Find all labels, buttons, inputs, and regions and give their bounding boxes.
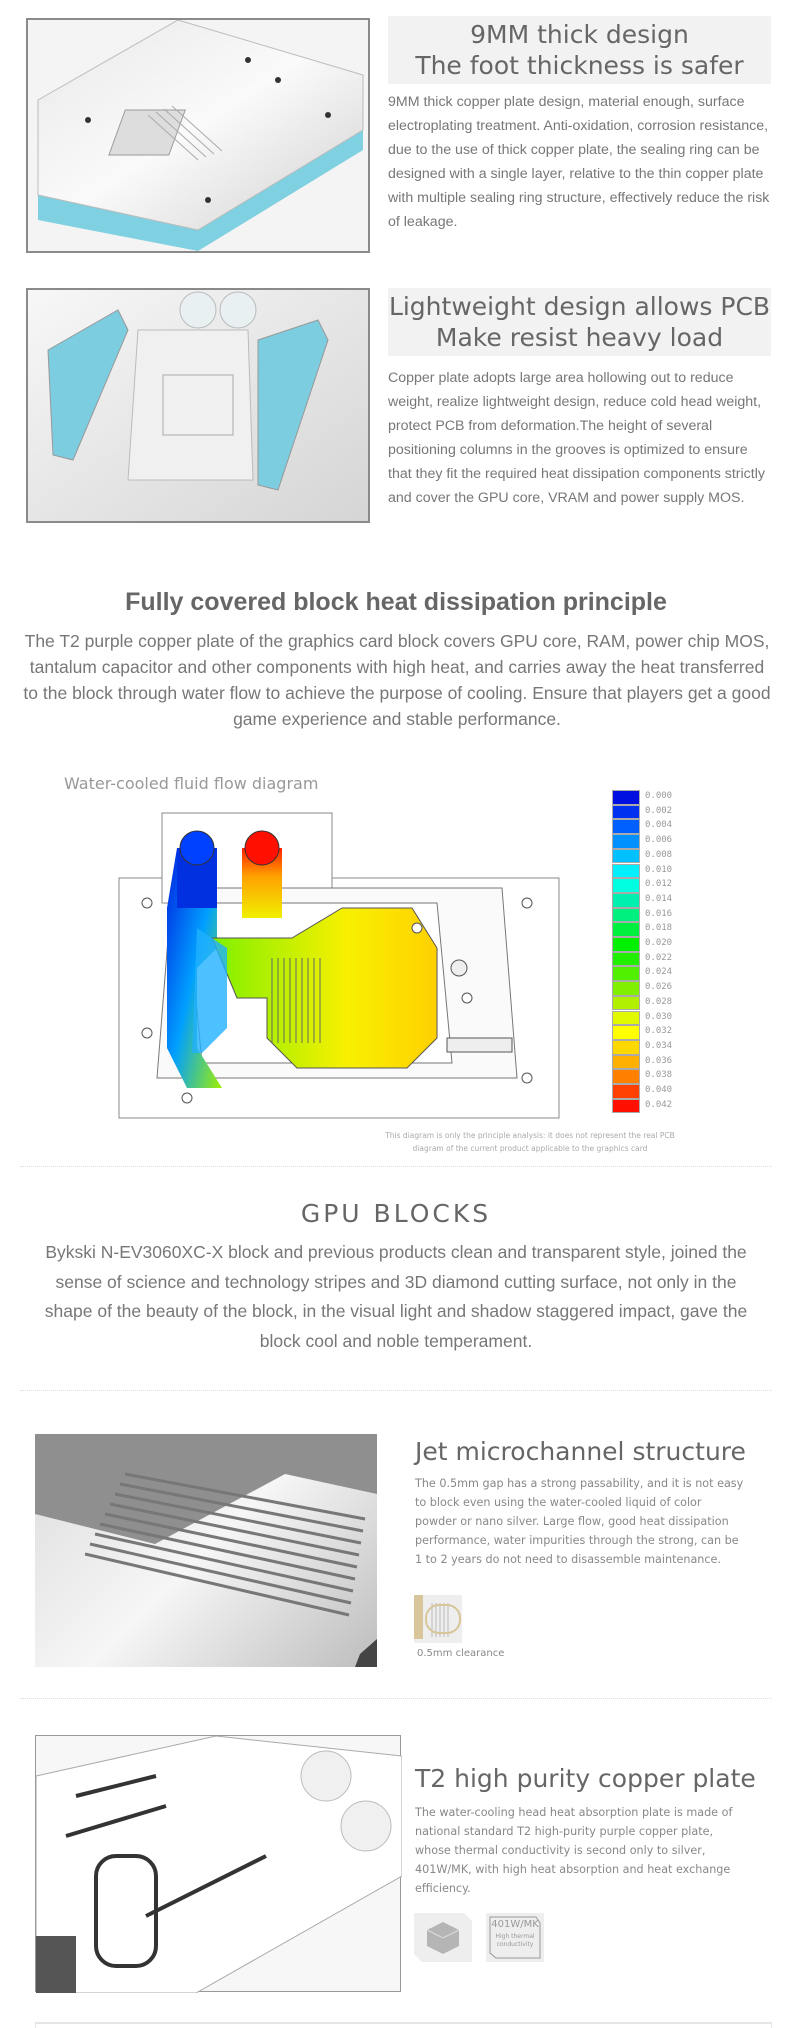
caption-line: This diagram is only the principle analy… xyxy=(385,1131,675,1140)
legend-swatch xyxy=(612,966,640,982)
legend-label: 0.000 xyxy=(645,791,673,801)
legend-swatch xyxy=(612,922,640,937)
legend-label: 0.026 xyxy=(645,982,673,993)
legend-swatch xyxy=(612,995,640,1011)
caption-line: diagram of the current product applicabl… xyxy=(412,1144,648,1153)
clearance-icon xyxy=(414,1595,462,1643)
jet-title: Jet microchannel structure xyxy=(415,1437,746,1466)
title-line: Make resist heavy load xyxy=(435,323,724,352)
legend-label: 0.018 xyxy=(645,923,673,934)
title-line: 9MM thick design xyxy=(470,20,689,49)
legend-swatch xyxy=(612,804,640,820)
legend-label: 0.034 xyxy=(645,1040,673,1051)
lightweight-plate-photo xyxy=(26,288,370,523)
t2-title: T2 high purity copper plate xyxy=(415,1764,756,1793)
legend-swatch xyxy=(612,981,640,996)
legend-label: 0.040 xyxy=(645,1085,673,1095)
legend-swatch xyxy=(612,1084,640,1099)
cube-icon xyxy=(414,1913,472,1962)
legend-label: 0.036 xyxy=(645,1055,673,1066)
legend-label: 0.012 xyxy=(645,879,673,890)
legend-swatch xyxy=(612,951,640,967)
legend-label: 0.010 xyxy=(645,864,673,875)
legend-swatch xyxy=(612,1054,640,1070)
legend-swatch xyxy=(612,1069,640,1084)
lightweight-design-body: Copper plate adopts large area hollowing… xyxy=(388,370,765,506)
divider xyxy=(20,1390,772,1391)
fluid-flow-diagram xyxy=(117,808,567,1124)
legend-swatch xyxy=(612,1039,640,1055)
legend-swatch xyxy=(612,1098,640,1114)
legend-swatch xyxy=(612,834,640,849)
legend-label: 0.038 xyxy=(645,1070,673,1081)
divider xyxy=(20,1166,772,1167)
jet-body: The 0.5mm gap has a strong passability, … xyxy=(415,1477,744,1566)
divider xyxy=(20,1698,772,1699)
diagram-caption: This diagram is only the principle analy… xyxy=(340,1129,720,1155)
lightweight-design-title: Lightweight design allows PCB Make resis… xyxy=(388,288,771,356)
legend-swatch xyxy=(612,878,640,893)
legend-label: 0.042 xyxy=(645,1099,673,1110)
legend-swatch xyxy=(612,819,640,835)
legend-label: 0.006 xyxy=(645,835,673,846)
gpu-blocks-body: Bykski N-EV3060XC-X block and previous p… xyxy=(44,1242,748,1351)
copper-plate-photo xyxy=(35,1735,403,1994)
legend-label: 0.024 xyxy=(645,967,673,978)
badge-line: High thermal xyxy=(495,1933,535,1940)
diagram-label: Water-cooled fluid flow diagram xyxy=(64,774,319,793)
gpu-blocks-heading: GPU BLOCKS xyxy=(300,1199,492,1228)
legend-swatch xyxy=(612,937,640,952)
principle-heading: Fully covered block heat dissipation pri… xyxy=(125,588,667,616)
legend-swatch xyxy=(612,1010,640,1026)
thick-design-body: 9MM thick copper plate design, material … xyxy=(388,94,770,230)
legend-swatch xyxy=(612,1025,640,1040)
legend-label: 0.014 xyxy=(645,893,673,904)
legend-label: 0.020 xyxy=(645,938,673,948)
legend-swatch xyxy=(612,892,640,908)
legend-label: 0.002 xyxy=(645,805,673,816)
legend-label: 0.028 xyxy=(645,996,673,1007)
legend-label: 0.022 xyxy=(645,952,673,963)
thick-design-title: 9MM thick design The foot thickness is s… xyxy=(388,16,771,84)
microchannel-photo xyxy=(35,1434,377,1667)
conductivity-badge: 401W/MK High thermal conductivity xyxy=(486,1913,544,1962)
legend-swatch xyxy=(612,863,640,879)
clearance-caption: 0.5mm clearance xyxy=(417,1648,505,1659)
legend-swatch xyxy=(612,848,640,864)
badge-value: 401W/MK xyxy=(491,1919,539,1930)
legend-label: 0.004 xyxy=(645,820,673,831)
legend-swatch xyxy=(612,790,640,805)
title-line: The foot thickness is safer xyxy=(415,51,744,80)
title-line: Lightweight design allows PCB xyxy=(388,292,771,321)
legend-label: 0.016 xyxy=(645,908,673,919)
badge-line: conductivity xyxy=(496,1941,534,1948)
thick-plate-photo xyxy=(26,18,370,253)
bottom-border xyxy=(35,2022,772,2028)
legend-label: 0.030 xyxy=(645,1011,673,1022)
principle-body: The T2 purple copper plate of the graphi… xyxy=(23,631,771,729)
legend-label: 0.008 xyxy=(645,849,673,860)
legend-label: 0.032 xyxy=(645,1026,673,1037)
legend-swatch xyxy=(612,907,640,923)
t2-body: The water-cooling head heat absorption p… xyxy=(415,1806,733,1895)
